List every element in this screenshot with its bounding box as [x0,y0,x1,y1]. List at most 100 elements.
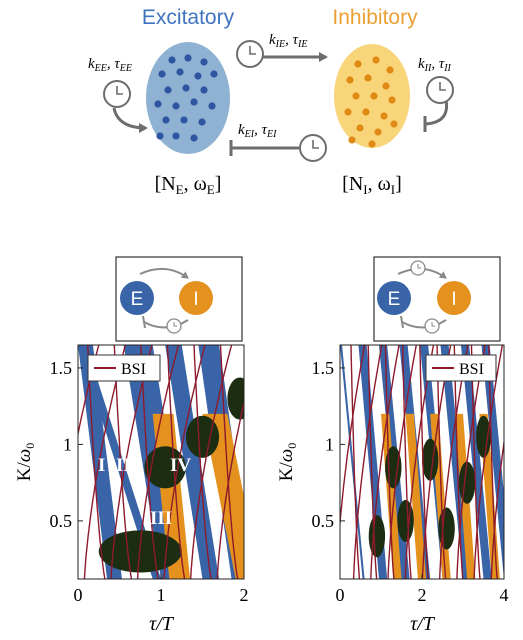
neuron-dot [346,76,354,84]
inset-e-label: E [388,289,401,310]
legend-label: BSI [459,361,484,378]
neuron-dot [372,56,380,64]
neuron-dot [154,100,162,108]
bsi-curve [216,399,244,579]
inset-e-label: E [131,289,144,310]
overlap-region [458,461,476,504]
excitatory-region [340,345,365,579]
y-tick-label: 0.5 [50,511,73,531]
overlap-region [438,507,455,550]
neuron-dot [162,116,170,124]
left-inset: E I [115,256,243,342]
clock-icon [410,260,426,276]
bsi-curve [436,345,447,579]
x-tick-label: 2 [240,585,249,605]
y-tick-label: 1 [63,434,72,454]
legend-label: BSI [121,361,146,378]
bsi-curve [110,345,153,579]
bsi-curve [350,345,361,579]
legend: BSI [87,354,161,382]
bsi-curve [140,345,159,579]
bsi-curve [370,345,400,579]
excitatory-state-label: [NE, ωE] [155,173,222,197]
bsi-curve [190,345,233,579]
region-label: I [98,455,105,476]
legend: BSI [425,354,497,382]
bsi-curve [473,345,504,579]
overlap-region [185,415,220,458]
bsi-curve [163,345,206,579]
k-ei-label: kEI, τEI [238,122,277,140]
bsi-curve [387,345,417,579]
inset-i-label: I [451,289,456,310]
inset-i-label: I [193,289,198,310]
region-label: IV [170,455,191,476]
neuron-dot [180,116,188,124]
y-tick-label: 1.5 [50,358,73,378]
neuron-dot [374,128,382,136]
bsi-curve [439,345,469,579]
inset-e-node [120,281,154,315]
neuron-dot [158,70,166,78]
neuron-dot [348,136,356,144]
neuron-dot [190,98,198,106]
y-axis-label: K/ω0 [14,443,37,481]
excitatory-title: Excitatory [142,6,235,29]
k-ii-label: kII, τII [418,56,452,74]
clock-icon [236,40,264,68]
y-tick-label: 1.5 [312,358,335,378]
neuron-dot [382,82,390,90]
inset-i-to-e [401,319,447,329]
x-tick-label: 0 [336,585,345,605]
inset-e-to-i [139,267,189,279]
excitatory-region [165,345,220,579]
excitatory-neurons [154,54,218,142]
neuron-dot [344,108,352,116]
clock-icon [426,76,454,104]
neuron-dot [172,102,180,110]
neuron-dot [352,92,360,100]
neuron-dot [388,96,396,104]
neuron-dot [156,132,164,140]
bsi-curve [488,345,498,579]
inhibitory-neurons [344,56,398,148]
overlap-region [422,438,439,481]
neuron-dot [208,102,216,110]
x-axis-label: τ/T [410,613,436,635]
neuron-dot [168,56,176,64]
k-ee-label: kEE, τEE [88,56,132,74]
neuron-dot [164,86,172,94]
k-ie-label: kIE, τIE [269,32,307,50]
x-tick-label: 4 [500,585,509,605]
neuron-dot [172,132,180,140]
bsi-curve [490,437,504,579]
bsi-curve [404,345,435,579]
inhibitory-bar [142,315,146,329]
neuron-dot [184,54,192,62]
bsi-curve [367,345,378,579]
inhibitory-title: Inhibitory [332,6,418,29]
bsi-curve [78,345,100,438]
neuron-dot [368,140,376,148]
e-self-connection [112,107,148,133]
inset-i-node [179,281,213,315]
inhibitory-bar [400,315,404,329]
bsi-curve [401,345,412,579]
neuron-dot [190,134,198,142]
neuron-dot [354,60,362,68]
i-self-connection [425,99,449,126]
inhibitory-state-label: [NI, ωI] [342,173,402,197]
excitatory-region [78,345,122,579]
excitatory-region [481,345,504,579]
clock-icon [424,318,440,334]
neuron-dot [380,112,388,120]
overlap-region [476,415,491,458]
bsi-curve [247,345,264,579]
neuron-dot [370,92,378,100]
bsi-curve [136,345,180,579]
